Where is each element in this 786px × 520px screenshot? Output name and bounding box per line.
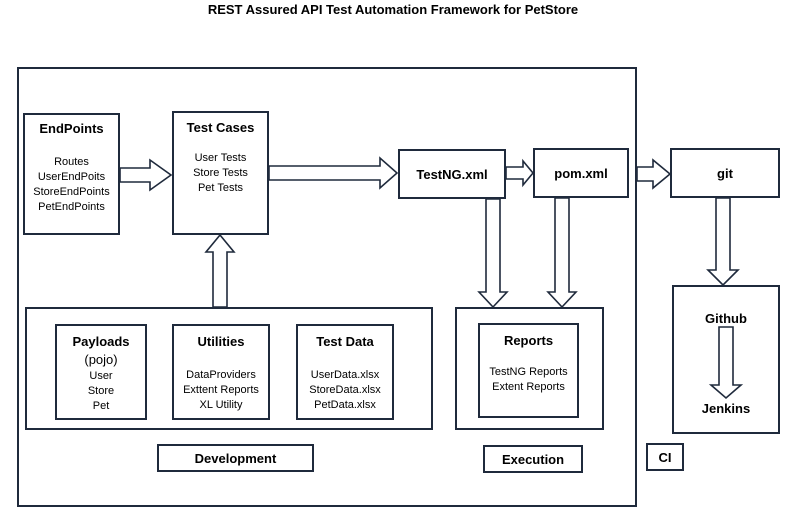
- list-item: TestNG Reports: [489, 366, 568, 378]
- ci-container: Github Jenkins: [672, 285, 780, 434]
- list-item: XL Utility: [199, 399, 243, 411]
- development-label: Development: [157, 444, 314, 472]
- list-item: Exttent Reports: [183, 384, 259, 396]
- arrow-git-to-github: [706, 197, 740, 287]
- test-cases-list: User Tests Store Tests Pet Tests: [174, 151, 267, 196]
- arrow-pom-to-execution: [546, 197, 578, 309]
- arrow-utilities-to-testcases: [204, 233, 236, 308]
- list-item: UserEndPoits: [37, 171, 106, 183]
- reports-box: Reports TestNG Reports Extent Reports: [478, 323, 579, 418]
- arrow-testng-to-execution: [477, 198, 509, 309]
- list-item: User: [89, 370, 113, 382]
- jenkins-label: Jenkins: [701, 401, 751, 416]
- arrow-testng-to-pom: [505, 158, 535, 188]
- framework-container: [17, 67, 637, 507]
- payloads-box: Payloads (pojo) User Store Pet: [55, 324, 147, 420]
- payloads-list: User Store Pet: [57, 369, 145, 414]
- utilities-heading: Utilities: [197, 334, 245, 349]
- test-data-list: UserData.xlsx StoreData.xlsx PetData.xls…: [298, 368, 392, 413]
- arrow-endpoints-to-testcases: [119, 158, 173, 192]
- utilities-box: Utilities DataProviders Exttent Reports …: [172, 324, 270, 420]
- reports-heading: Reports: [503, 333, 554, 348]
- list-item: UserData.xlsx: [310, 369, 380, 381]
- test-data-heading: Test Data: [316, 334, 374, 349]
- test-cases-box: Test Cases User Tests Store Tests Pet Te…: [172, 111, 269, 235]
- execution-label: Execution: [483, 445, 583, 473]
- payloads-subheading: (pojo): [84, 352, 118, 367]
- ci-label: CI: [646, 443, 684, 471]
- diagram-title: REST Assured API Test Automation Framewo…: [207, 2, 579, 17]
- endpoints-list: Routes UserEndPoits StoreEndPoints PetEn…: [25, 155, 118, 215]
- endpoints-heading: EndPoints: [39, 121, 104, 136]
- list-item: StoreEndPoints: [33, 186, 110, 198]
- list-item: Store: [87, 385, 115, 397]
- endpoints-box: EndPoints Routes UserEndPoits StoreEndPo…: [23, 113, 120, 235]
- list-item: Routes: [54, 156, 89, 168]
- arrow-github-to-jenkins: [708, 326, 744, 400]
- list-item: StoreData.xlsx: [309, 384, 381, 396]
- list-item: Store Tests: [193, 167, 248, 179]
- testng-xml-box: TestNG.xml: [398, 149, 506, 199]
- pom-xml-box: pom.xml: [533, 148, 629, 198]
- test-data-box: Test Data UserData.xlsx StoreData.xlsx P…: [296, 324, 394, 420]
- list-item: Pet: [92, 400, 110, 412]
- payloads-heading: Payloads: [72, 334, 130, 349]
- test-cases-heading: Test Cases: [186, 120, 255, 135]
- git-box: git: [670, 148, 780, 198]
- list-item: DataProviders: [186, 369, 256, 381]
- pom-xml-label: pom.xml: [554, 165, 608, 181]
- list-item: Extent Reports: [492, 381, 565, 393]
- list-item: Pet Tests: [197, 182, 244, 194]
- list-item: PetData.xlsx: [314, 399, 376, 411]
- utilities-list: DataProviders Exttent Reports XL Utility: [174, 368, 268, 413]
- reports-list: TestNG Reports Extent Reports: [480, 365, 577, 395]
- git-label: git: [717, 165, 733, 181]
- arrow-pom-to-git: [636, 158, 672, 190]
- arrow-testcases-to-testng: [268, 156, 399, 190]
- list-item: User Tests: [194, 152, 247, 164]
- github-label: Github: [705, 311, 747, 326]
- list-item: PetEndPoints: [38, 201, 105, 213]
- testng-xml-label: TestNG.xml: [416, 166, 488, 182]
